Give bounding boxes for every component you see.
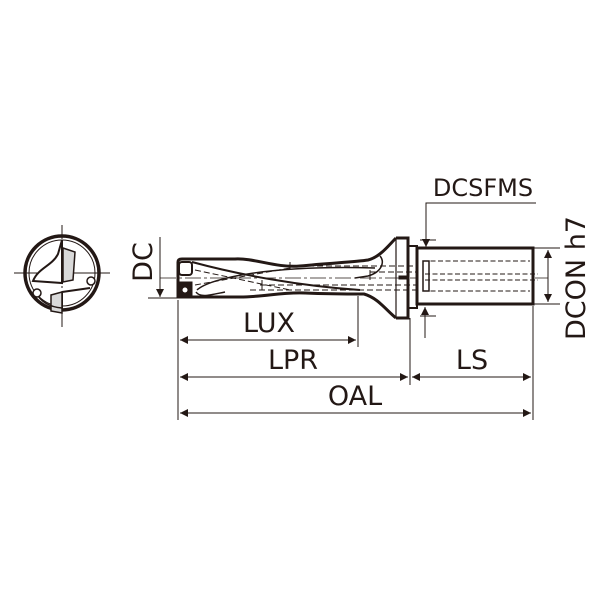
lpr-label: LPR [268,345,318,376]
end-view [14,225,110,327]
dcsfms-label: DCSFMS [433,174,533,202]
lux-label: LUX [243,308,295,339]
shank [415,246,535,306]
dcsfms-leader [422,202,536,247]
body-bottom-edge [182,291,397,320]
dcon-label: DCON h7 [561,216,592,340]
insert-upper [62,246,76,283]
dimensions [148,202,560,420]
ls-label: LS [456,345,488,376]
coolant-hole-2 [86,276,96,286]
oal-label: OAL [328,381,382,412]
body-top-edge [182,236,398,268]
side-view [160,236,548,320]
coolant-hole-1 [32,288,42,298]
tip-insert-upper [178,261,193,276]
dc-label: DC [128,242,159,282]
insert-lower [50,291,63,314]
